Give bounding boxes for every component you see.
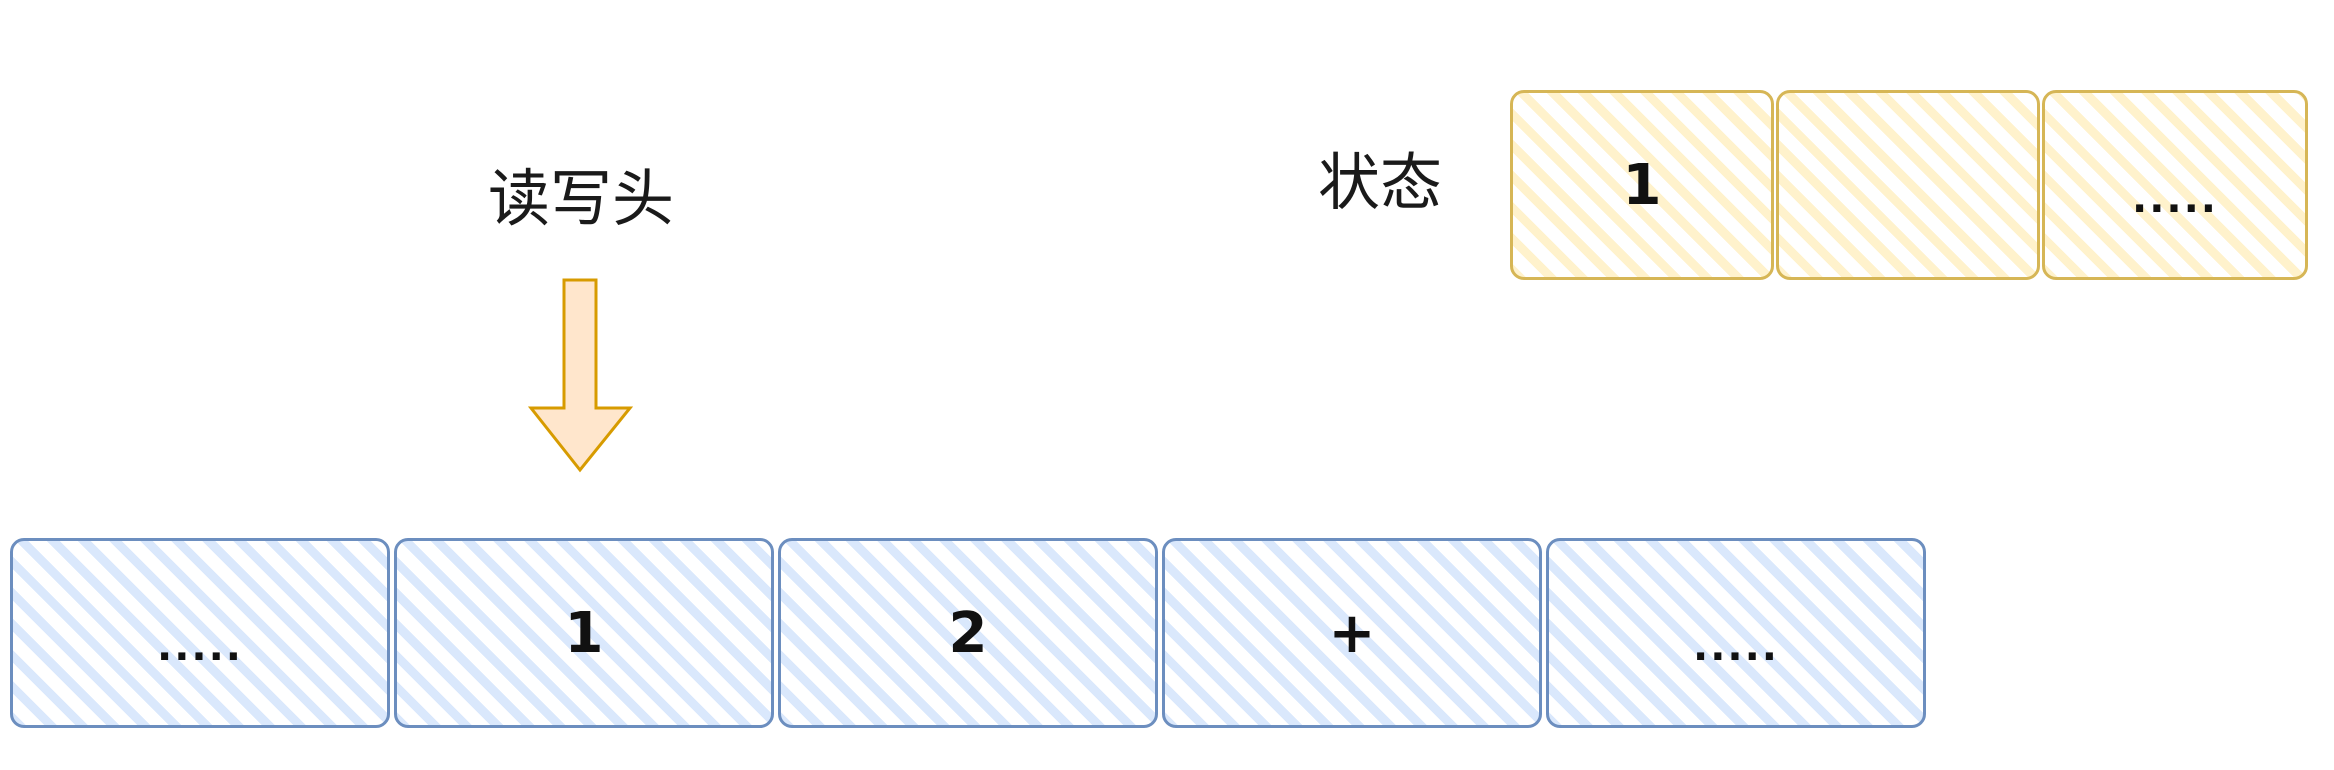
- tape-cell: 1: [394, 538, 774, 728]
- tape-cell: .....: [10, 538, 390, 728]
- tape-cell-value: 2: [948, 600, 988, 666]
- down-arrow-icon: [528, 278, 634, 473]
- state-label: 状态: [1318, 146, 1443, 219]
- tape-cell: 2: [778, 538, 1158, 728]
- tape-cell: +: [1162, 538, 1542, 728]
- tape-cell-value: 1: [564, 600, 604, 666]
- state-cell: 1: [1510, 90, 1774, 280]
- state-cell-value: 1: [1622, 152, 1662, 218]
- state-cell: [1776, 90, 2040, 280]
- tape-cell-value: +: [1328, 600, 1376, 666]
- tape-cell: .....: [1546, 538, 1926, 728]
- tape-cell-value: .....: [157, 624, 243, 670]
- state-cell-value: .....: [2132, 176, 2218, 222]
- tape-cell-value: .....: [1693, 624, 1779, 670]
- read-write-head-label: 读写头: [488, 162, 675, 235]
- state-cell: .....: [2042, 90, 2308, 280]
